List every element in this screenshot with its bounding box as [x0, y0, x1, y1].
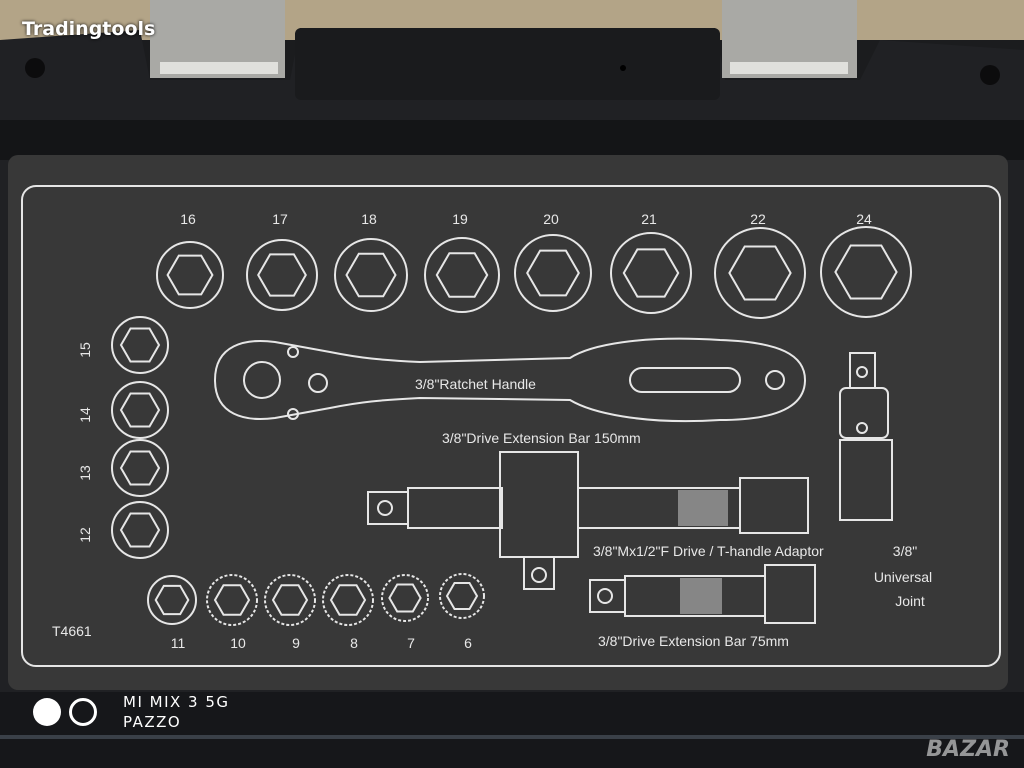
socket-hex — [622, 248, 680, 298]
ujoint-label-3: Joint — [895, 593, 925, 609]
foam-insert — [8, 155, 1008, 690]
case-inner-wall — [0, 120, 1024, 160]
hollow-circle-icon — [69, 698, 97, 726]
socket-hex — [435, 252, 489, 298]
case-hole-left — [25, 58, 45, 78]
socket-outline — [820, 226, 912, 318]
socket-outline — [156, 241, 224, 309]
adaptor-label: 3/8"Mx1/2"F Drive / T-handle Adaptor — [593, 543, 824, 559]
universal-joint-outline — [839, 352, 893, 521]
socket-hex — [154, 584, 190, 616]
extension-150-label: 3/8"Drive Extension Bar 150mm — [442, 430, 641, 446]
socket-outline — [264, 574, 316, 626]
socket-hex — [345, 252, 397, 298]
socket-hex — [213, 584, 251, 616]
socket-outline — [246, 239, 318, 311]
socket-hex — [119, 450, 161, 486]
lock-hole — [620, 65, 626, 71]
insert-outline — [21, 185, 1001, 667]
socket-hex — [257, 253, 307, 297]
socket-size-label: 11 — [171, 635, 186, 651]
watermark-tradingtools: Tradingtools — [22, 18, 156, 40]
latch-left-hinge — [160, 62, 278, 74]
ratchet-handle-outline — [213, 337, 807, 423]
socket-outline — [439, 573, 485, 619]
socket-hex — [329, 584, 367, 616]
socket-size-label: 9 — [292, 635, 300, 651]
socket-outline — [111, 439, 169, 497]
camera-model: MI MIX 3 5G — [123, 693, 230, 711]
extension-bar-75-outline — [589, 564, 816, 624]
socket-size-label: 10 — [230, 635, 246, 651]
socket-size-label: 16 — [180, 211, 196, 227]
socket-hex — [271, 584, 309, 616]
socket-outline — [206, 574, 258, 626]
latch-right-hinge — [730, 62, 848, 74]
extension-bar-150-outline — [367, 451, 809, 590]
extension-75-label: 3/8"Drive Extension Bar 75mm — [598, 633, 789, 649]
handle-block — [295, 28, 720, 100]
socket-outline — [111, 501, 169, 559]
socket-outline — [322, 574, 374, 626]
camera-owner: PAZZO — [123, 713, 182, 731]
case-bottom-edge — [0, 735, 1024, 739]
socket-size-label: 18 — [361, 211, 377, 227]
socket-size-label: 19 — [452, 211, 468, 227]
socket-hex — [445, 582, 479, 610]
socket-outline — [424, 237, 500, 313]
camera-dots — [33, 698, 97, 726]
socket-size-label: 14 — [77, 407, 93, 423]
socket-size-label: 6 — [464, 635, 472, 651]
socket-hex — [166, 254, 214, 296]
socket-size-label: 17 — [272, 211, 288, 227]
case-hole-right — [980, 65, 1000, 85]
watermark-bazar: BAZAR — [926, 737, 1010, 762]
filled-circle-icon — [33, 698, 61, 726]
camera-watermark: MI MIX 3 5G PAZZO — [123, 692, 230, 732]
socket-outline — [381, 574, 429, 622]
socket-outlines: 16 17 18 19 20 21 22 24 15 14 13 12 11 10 9 8 7 6 — [77, 211, 912, 651]
socket-size-label: 22 — [750, 211, 766, 227]
socket-size-label: 24 — [856, 211, 872, 227]
socket-hex — [728, 245, 792, 301]
socket-outline — [111, 316, 169, 374]
ujoint-label-1: 3/8" — [893, 543, 917, 559]
socket-size-label: 7 — [407, 635, 415, 651]
socket-outline — [111, 381, 169, 439]
socket-size-label: 8 — [350, 635, 358, 651]
socket-size-label: 12 — [77, 527, 93, 543]
socket-hex — [119, 392, 161, 428]
socket-size-label: 21 — [641, 211, 657, 227]
ratchet-label: 3/8"Ratchet Handle — [415, 376, 536, 392]
socket-outline — [147, 575, 197, 625]
socket-hex — [388, 583, 422, 613]
socket-size-label: 20 — [543, 211, 559, 227]
case-bottom — [0, 692, 1024, 768]
socket-hex — [834, 244, 898, 300]
socket-size-label: 13 — [77, 465, 93, 481]
socket-outline — [514, 234, 592, 312]
model-code: T4661 — [52, 623, 92, 639]
socket-hex — [119, 327, 161, 363]
ujoint-label-2: Universal — [874, 569, 932, 585]
socket-outline — [334, 238, 408, 312]
socket-outline — [714, 227, 806, 319]
socket-hex — [119, 512, 161, 548]
socket-outline — [610, 232, 692, 314]
socket-hex — [526, 249, 580, 297]
socket-size-label: 15 — [77, 342, 93, 358]
